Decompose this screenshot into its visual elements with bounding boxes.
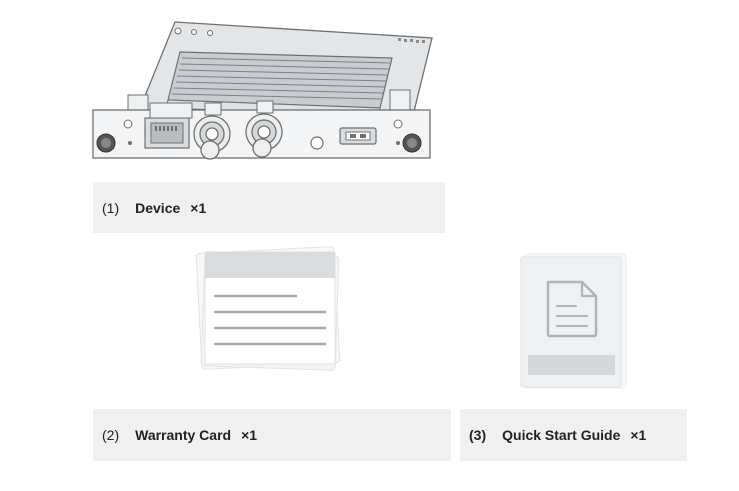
item-name: Device bbox=[135, 199, 181, 216]
item-number: (3) bbox=[469, 427, 487, 443]
item-label-device: (1) Device ×1 bbox=[93, 182, 445, 233]
item-quantity: ×1 bbox=[190, 199, 207, 216]
item-label-quick-start-guide: (3) Quick Start Guide ×1 bbox=[460, 409, 687, 461]
document-icon bbox=[546, 280, 598, 338]
item-name: Quick Start Guide bbox=[502, 427, 621, 443]
item-quantity: ×1 bbox=[241, 427, 258, 443]
item-quantity: ×1 bbox=[630, 427, 647, 443]
item-number: (1) bbox=[102, 199, 120, 216]
item-label-warranty-card: (2) Warranty Card ×1 bbox=[93, 409, 451, 461]
item-name: Warranty Card bbox=[135, 427, 232, 443]
item-number: (2) bbox=[102, 427, 120, 443]
